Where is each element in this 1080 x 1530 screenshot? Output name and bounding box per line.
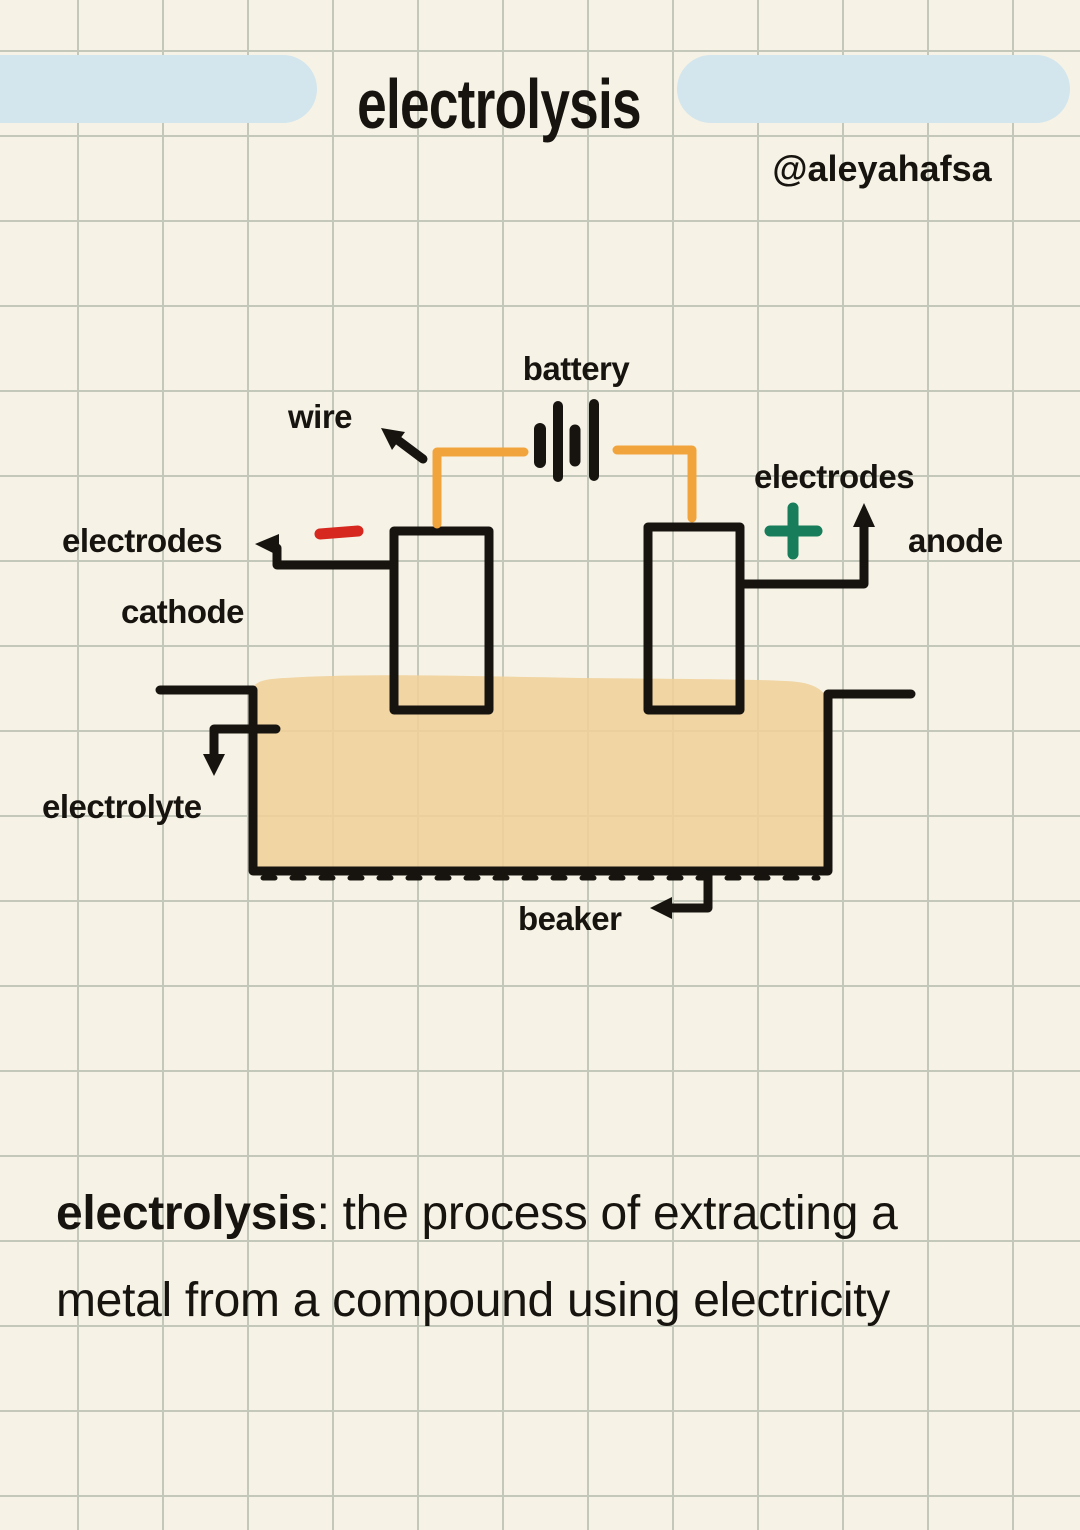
battery-symbol bbox=[534, 399, 599, 482]
title-highlight-right bbox=[677, 55, 1070, 123]
cathode-label: cathode bbox=[121, 593, 245, 630]
definition-line2: metal from a compound using electricity bbox=[56, 1274, 890, 1327]
electrodes-right-label: electrodes bbox=[754, 458, 915, 495]
electrolyte-arrow bbox=[203, 724, 281, 776]
definition-term: electrolysis bbox=[56, 1187, 317, 1240]
beaker-arrow bbox=[650, 866, 713, 919]
page-title: electrolysis bbox=[357, 65, 641, 143]
minus-sign bbox=[314, 525, 364, 540]
wire-arrow bbox=[381, 428, 428, 464]
anode-label: anode bbox=[908, 522, 1003, 559]
anode-arrow bbox=[735, 503, 875, 589]
wire-left bbox=[432, 447, 529, 529]
electrodes-left-arrow bbox=[255, 534, 399, 570]
author-credit: @aleyahafsa bbox=[772, 148, 992, 189]
wire-label: wire bbox=[288, 398, 353, 435]
beaker-label: beaker bbox=[518, 900, 622, 937]
electrolyte-liquid bbox=[252, 675, 830, 868]
wire-right bbox=[612, 445, 697, 523]
definition-rest: : the process of extracting a bbox=[316, 1187, 898, 1240]
cathode-electrode bbox=[389, 526, 494, 715]
beaker-outline bbox=[155, 685, 916, 876]
electrodes-left-label: electrodes bbox=[62, 522, 223, 559]
plus-sign bbox=[764, 502, 823, 560]
electrolyte-label: electrolyte bbox=[42, 788, 202, 825]
anode-electrode bbox=[643, 522, 745, 715]
title-highlight-left bbox=[0, 55, 317, 123]
battery-label: battery bbox=[522, 350, 630, 387]
definition-text: electrolysis: the process of extracting … bbox=[56, 1170, 1016, 1344]
